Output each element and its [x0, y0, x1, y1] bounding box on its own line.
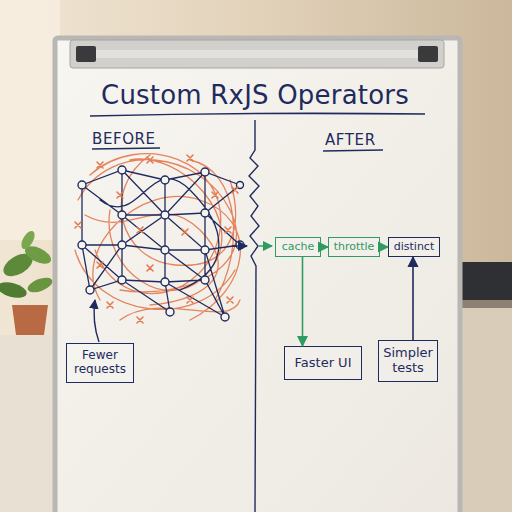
benefit-box: Faster UI — [284, 346, 362, 380]
benefit-box: Fewer requests — [66, 343, 134, 383]
flow-arrow — [259, 245, 272, 247]
node-dots — [118, 241, 126, 249]
whiteboard — [55, 38, 460, 512]
node-dots — [78, 241, 86, 249]
office-plant — [26, 275, 55, 295]
node-dots — [78, 181, 86, 189]
label-underline — [92, 148, 160, 149]
box-text: Simpler tests — [381, 346, 435, 376]
office-desk-right — [462, 262, 512, 512]
leader-arrow — [94, 300, 99, 342]
operator-box: cache — [275, 237, 321, 257]
window-light — [0, 0, 60, 240]
connector-arrow — [302, 257, 304, 346]
node-dots — [86, 286, 94, 294]
section-label: BEFORE — [92, 130, 156, 148]
title-underline — [90, 113, 425, 116]
connector-arrow — [412, 257, 414, 340]
node-dots — [78, 166, 244, 321]
office-desk-right — [462, 308, 512, 512]
node-dots — [201, 209, 209, 217]
operator-box: throttle — [328, 237, 380, 257]
node-dots — [161, 246, 169, 254]
board-clip-bar — [418, 46, 438, 62]
desk-left — [0, 335, 60, 512]
connector-arrow — [321, 246, 328, 248]
node-dots — [236, 241, 244, 249]
office-desk-right — [462, 300, 512, 308]
office-plant — [19, 229, 38, 251]
node-dots — [201, 168, 209, 176]
box-text: distinct — [394, 241, 434, 254]
office-plant — [12, 305, 48, 335]
node-dots — [221, 313, 229, 321]
node-dots — [161, 278, 169, 286]
box-text: Faster UI — [295, 356, 352, 371]
connector-arrow — [380, 246, 388, 248]
board-clip-bar — [70, 40, 444, 68]
node-dots — [118, 211, 126, 219]
diagram-title: Custom RxJS Operators — [60, 80, 450, 110]
operator-box: distinct — [388, 237, 440, 257]
node-dots — [118, 166, 126, 174]
section-label: AFTER — [325, 131, 376, 149]
orange-loops — [75, 154, 240, 320]
office-plant — [0, 279, 28, 300]
board-clip-bar — [70, 40, 444, 68]
node-dots — [161, 211, 169, 219]
office-plant — [0, 229, 54, 335]
node-dots — [166, 308, 174, 316]
office-desk-right — [462, 262, 512, 302]
board-clip-bar — [96, 50, 418, 58]
box-text: cache — [282, 241, 315, 254]
node-dots — [201, 276, 209, 284]
box-text: Fewer requests — [69, 349, 131, 377]
divider-line — [249, 120, 259, 512]
board-clip-bar — [76, 46, 96, 62]
node-dots — [201, 246, 209, 254]
flow-arrow — [232, 245, 247, 247]
label-underline — [323, 150, 383, 151]
node-dots — [161, 176, 169, 184]
navy-web — [82, 170, 240, 317]
benefit-box: Simpler tests — [378, 340, 438, 382]
node-dots — [118, 276, 126, 284]
box-text: throttle — [334, 241, 375, 254]
x-marks — [75, 155, 238, 323]
tangle-before — [75, 154, 244, 323]
